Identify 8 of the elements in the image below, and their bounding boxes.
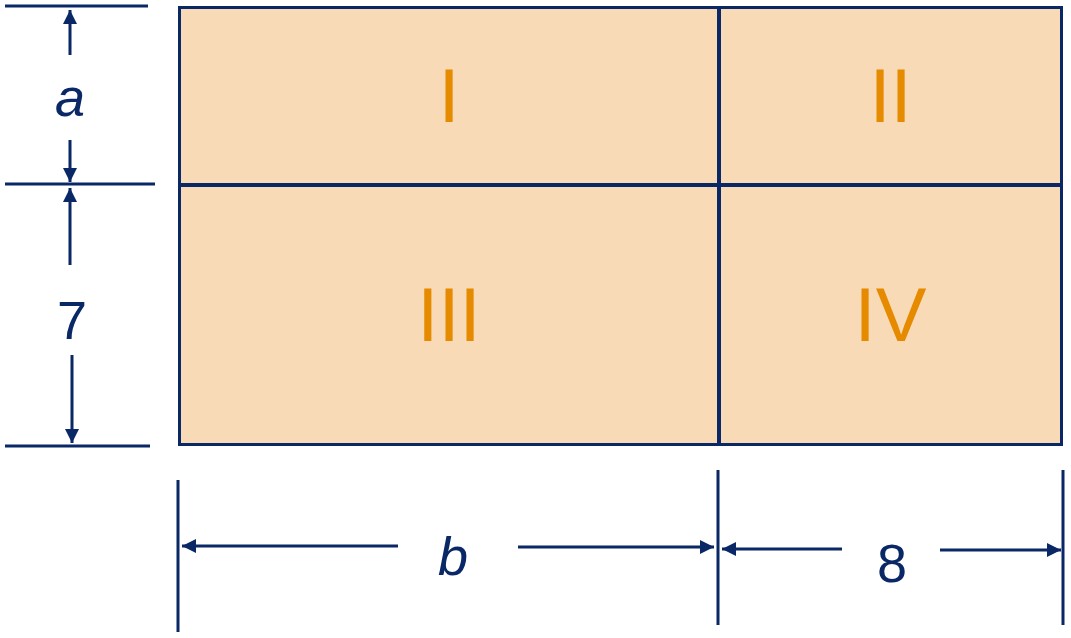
region-numeral: II: [869, 58, 912, 134]
region-box: [718, 184, 1063, 446]
region-box: [718, 6, 1063, 186]
region-numeral: IV: [854, 277, 927, 353]
region-numeral: I: [438, 58, 460, 134]
region-numeral: III: [417, 277, 481, 353]
region-box: [178, 184, 720, 446]
region-box: [178, 6, 720, 186]
